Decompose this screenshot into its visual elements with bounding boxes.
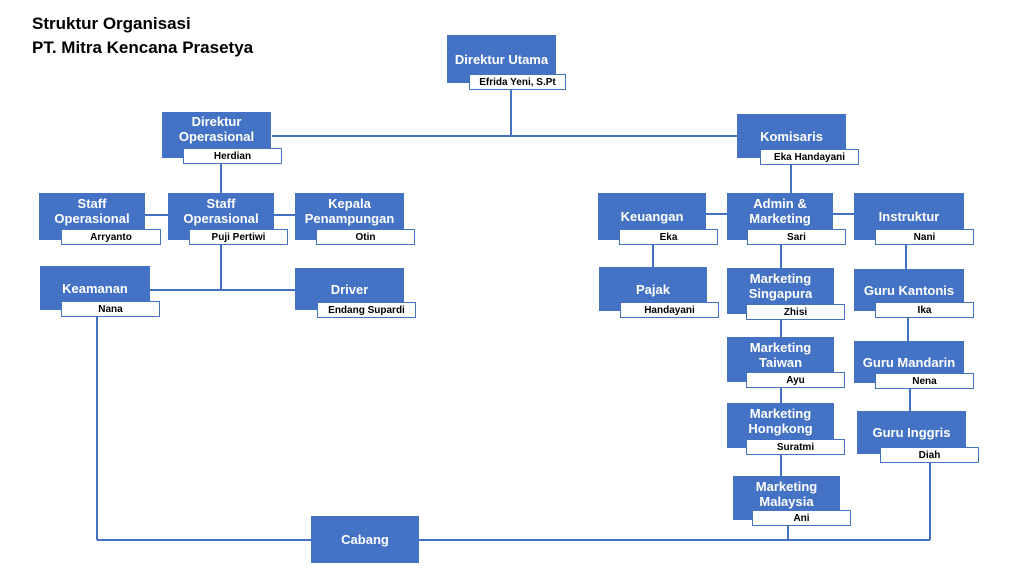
node-title: Staff Operasional [183,196,259,226]
node-title: Marketing Singapura [748,271,813,301]
node-title: Keamanan [62,280,128,296]
node-title: Cabang [341,532,389,547]
node-name-marketing-singapura: Zhisi [746,304,845,320]
node-title: Guru Kantonis [863,282,955,298]
node-cabang: Cabang [311,516,419,563]
node-name-marketing-hongkong: Suratmi [746,439,845,455]
node-name-guru-mandarin: Nena [875,373,974,389]
node-name-direktur-operasional: Herdian [183,148,282,164]
node-guru-mandarin: Guru Mandarin [854,341,964,383]
node-title: Keuangan [620,209,684,224]
company-name: PT. Mitra Kencana Prasetya [32,38,254,57]
node-guru-inggris: Guru Inggris [857,411,966,454]
node-direktur-utama: Direktur Utama [447,35,556,83]
node-title: Marketing Hongkong [748,406,813,436]
node-name-guru-inggris: Diah [880,447,979,463]
node-title: Komisaris [760,128,823,144]
node-name-marketing-malaysia: Ani [752,510,851,526]
node-title: Staff Operasional [54,196,130,226]
node-name-driver: Endang Supardi [317,302,416,318]
node-name-guru-kantonis: Ika [875,302,974,318]
node-title: Admin & Marketing [749,196,811,226]
node-title: Pajak [636,281,670,297]
node-name-admin-marketing: Sari [747,229,846,245]
node-title: Driver [330,281,369,297]
node-title: Kepala Penampungan [304,196,395,226]
node-name-marketing-taiwan: Ayu [746,372,845,388]
node-name-instruktur: Nani [875,229,974,245]
node-name-pajak: Handayani [620,302,719,318]
node-name-direktur-utama: Efrida Yeni, S.Pt [469,74,566,90]
node-name-staff-operasional-2: Puji Pertiwi [189,229,288,245]
node-name-keuangan: Eka [619,229,718,245]
node-name-komisaris: Eka Handayani [760,149,859,165]
node-title: Direktur Operasional [178,114,255,144]
node-name-staff-operasional-1: Arryanto [61,229,161,245]
node-title: Guru Inggris [872,425,951,440]
node-title: Direktur Utama [454,51,549,67]
chart-title: Struktur Organisasi [32,14,191,33]
node-title: Marketing Taiwan [749,340,812,370]
node-title: Instruktur [878,209,940,224]
node-name-keamanan: Nana [61,301,160,317]
node-title: Marketing Malaysia [755,479,818,509]
node-title: Guru Mandarin [862,354,956,370]
node-name-kepala-penampungan: Otin [316,229,415,245]
